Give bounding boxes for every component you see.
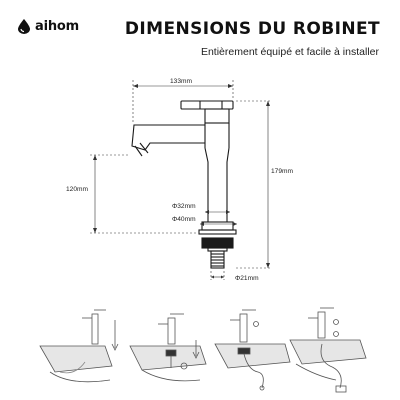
mounting-nut: [201, 237, 234, 249]
faucet-handle: [180, 100, 234, 110]
faucet-drawing: [131, 100, 237, 269]
installation-steps: [39, 307, 367, 393]
dimension-spout-height-label: 120mm: [66, 186, 88, 193]
install-step-3-icon: [214, 309, 291, 391]
dimension-body-diameter-label: Φ32mm: [172, 203, 196, 210]
install-step-1-icon: [39, 309, 119, 383]
faucet-body-left: [204, 147, 209, 222]
install-step-2-icon: [129, 313, 207, 382]
faucet-body-right: [226, 147, 230, 222]
dimension-arrows: [93, 84, 270, 279]
faucet-head: [204, 108, 230, 124]
dimension-base-diameter-label: Φ40mm: [172, 216, 196, 223]
faucet-base: [198, 229, 237, 235]
dimension-lines: [90, 80, 271, 280]
brand-logo: aihom: [16, 18, 79, 34]
page-title: DIMENSIONS DU ROBINET: [124, 19, 380, 39]
dimension-height-label: 179mm: [271, 168, 293, 175]
dimension-thread-diameter-label: Φ21mm: [235, 275, 259, 282]
install-step-4-icon: [289, 307, 367, 393]
faucet-spout: [131, 124, 205, 151]
brand-name: aihom: [35, 18, 79, 34]
page-subtitle: Entièrement équipé et facile à installer: [200, 46, 379, 58]
faucet-dimension-diagram: 133mm 179mm 120mm Φ32mm Φ40mm Φ21mm: [66, 78, 293, 282]
drop-logo-icon: [18, 19, 30, 34]
dimension-width-label: 133mm: [170, 78, 192, 85]
